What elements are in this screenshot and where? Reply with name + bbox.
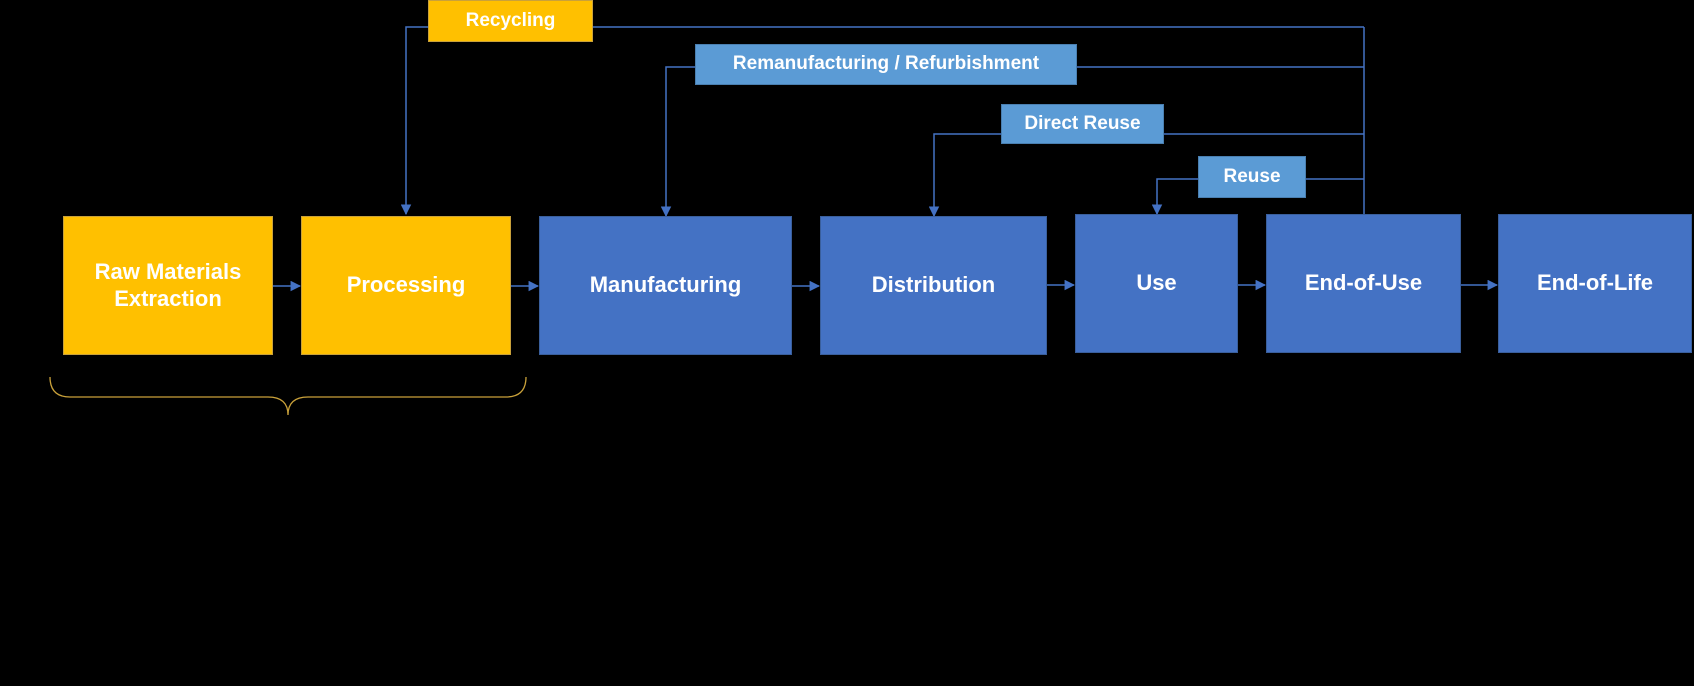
stage-label-end-of-use: End-of-Use — [1304, 270, 1423, 296]
stage-label-end-of-life: End-of-Life — [1536, 270, 1654, 296]
loop-reuse: Reuse — [1198, 156, 1306, 198]
loop-arrow-remanufacturing — [660, 66, 695, 218]
loop-label-recycling: Recycling — [465, 9, 556, 31]
stage-manufacturing: Manufacturing — [539, 216, 792, 355]
stage-label-use: Use — [1136, 270, 1177, 296]
loop-arrow-recycling — [400, 26, 428, 216]
stage-label-distribution: Distribution — [871, 272, 996, 298]
stage-processing: Processing — [301, 216, 511, 355]
stage-end-of-use: End-of-Use — [1266, 214, 1461, 353]
loop-arrow-reuse — [1151, 178, 1198, 216]
stage-label-manufacturing: Manufacturing — [589, 272, 742, 298]
stage-use: Use — [1075, 214, 1238, 353]
stage-label-processing: Processing — [346, 272, 466, 298]
loop-label-reuse: Reuse — [1223, 165, 1281, 187]
loop-label-direct-reuse: Direct Reuse — [1024, 112, 1141, 134]
loop-remanufacturing: Remanufacturing / Refurbishment — [695, 44, 1077, 85]
stage-distribution: Distribution — [820, 216, 1047, 355]
stage-end-of-life: End-of-Life — [1498, 214, 1692, 353]
loop-recycling: Recycling — [428, 0, 593, 42]
loop-label-remanufacturing: Remanufacturing / Refurbishment — [732, 53, 1040, 75]
upstream-brace — [49, 376, 527, 416]
loop-arrow-direct-reuse — [928, 133, 1001, 218]
stage-label-raw: Raw Materials Extraction — [94, 259, 242, 311]
loop-direct-reuse: Direct Reuse — [1001, 104, 1164, 144]
stage-raw-materials-extraction: Raw Materials Extraction — [63, 216, 273, 355]
